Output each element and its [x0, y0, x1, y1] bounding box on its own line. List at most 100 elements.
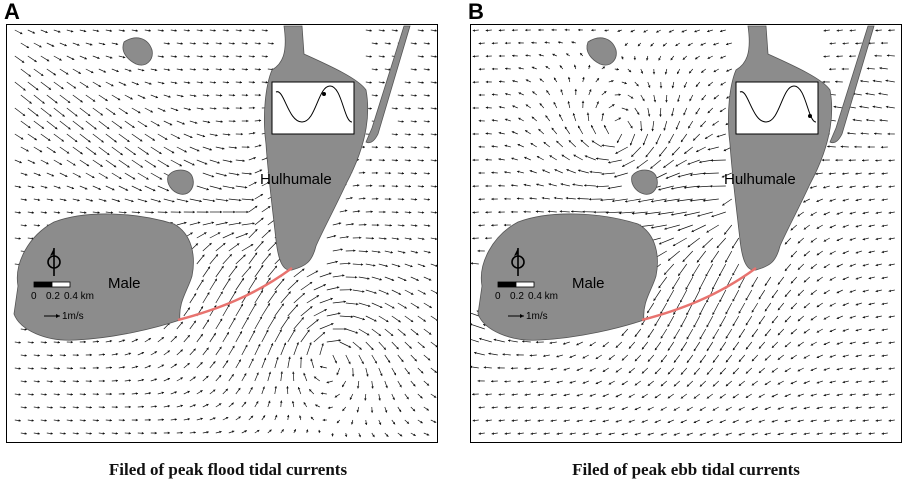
current-vector-head [174, 418, 177, 421]
current-vector-head [803, 432, 806, 436]
current-vector-head [689, 71, 692, 74]
current-vector-head [524, 419, 527, 422]
current-vector-head [721, 175, 725, 178]
current-vector-head [233, 290, 237, 294]
current-vector-head [512, 54, 515, 58]
current-vector-head [862, 341, 865, 345]
current-vector-head [295, 280, 299, 283]
current-vector-head [428, 251, 431, 254]
current-vector-head [435, 291, 438, 295]
current-vector-head [604, 125, 607, 128]
current-vector-head [636, 166, 639, 169]
current-vector-head [92, 175, 95, 178]
current-vector-head [103, 70, 106, 73]
current-vector-head [638, 200, 641, 203]
current-vector-head [136, 82, 139, 86]
current-vector-head [548, 183, 551, 186]
current-vector-head [596, 78, 599, 81]
current-vector-head [790, 306, 794, 310]
current-vector-head [367, 277, 370, 280]
current-vector-head [725, 359, 729, 363]
current-vector-head [568, 140, 572, 143]
current-vector-head [252, 330, 256, 333]
current-vector-head [614, 175, 617, 178]
current-vector-head [530, 380, 533, 383]
current-vector-head [174, 391, 177, 394]
current-vector [345, 328, 359, 334]
current-vector-head [504, 171, 507, 174]
current-vector-head [362, 145, 365, 149]
current-vector [696, 250, 707, 263]
current-vector-head [672, 243, 676, 246]
current-vector-head [70, 419, 73, 422]
current-vector [710, 159, 726, 161]
current-vector-head [195, 243, 198, 246]
current-vector-head [511, 393, 514, 396]
panel-letter-a: A [4, 0, 20, 24]
current-vector-head [498, 210, 501, 214]
current-vector-head [842, 199, 845, 202]
current-vector-head [71, 57, 75, 60]
current-vector-head [421, 29, 424, 32]
current-vector [332, 301, 346, 304]
current-vector-head [44, 341, 47, 344]
current-vector-head [888, 211, 891, 214]
current-vector-head [114, 140, 117, 143]
current-vector-head [256, 372, 259, 375]
current-vector-head [434, 55, 437, 58]
current-vector-head [161, 391, 164, 395]
current-vector-head [171, 150, 175, 154]
current-vector-head [677, 99, 680, 102]
current-vector-head [282, 278, 285, 282]
current-vector-head [712, 384, 716, 387]
current-vector [719, 289, 727, 303]
current-vector-head [673, 384, 677, 387]
current-vector-head [101, 140, 104, 143]
current-vector [607, 185, 622, 189]
current-vector-head [881, 198, 884, 201]
current-vector-head [836, 55, 839, 58]
current-vector-head [705, 274, 708, 277]
current-vector-head [680, 300, 683, 303]
current-vector-head [65, 174, 68, 177]
current-vector-head [664, 72, 668, 75]
current-vector [235, 277, 245, 291]
current-vector [131, 159, 144, 168]
current-vector-head [255, 229, 258, 232]
current-vector-head [556, 406, 559, 410]
current-vector [658, 185, 674, 191]
label-male: Male [108, 275, 141, 292]
current-vector-head [31, 211, 34, 214]
current-vector-head [386, 434, 389, 437]
current-vector-head [738, 408, 742, 411]
current-vector-head [713, 96, 717, 100]
current-vector-head [174, 55, 177, 58]
current-vector-head [615, 394, 619, 398]
current-vector-head [309, 282, 313, 285]
current-vector-head [370, 210, 373, 213]
current-vector-head [790, 228, 794, 231]
current-vector-head [19, 31, 23, 35]
current-vector-head [816, 252, 820, 256]
current-vector-head [553, 102, 556, 105]
current-vector-head [546, 90, 549, 93]
current-vector-head [137, 110, 141, 114]
current-vector-head [556, 140, 559, 144]
current-vector-head [522, 340, 525, 343]
current-vector-head [868, 302, 871, 306]
current-vector-head [868, 354, 871, 358]
current-vector-head [675, 43, 678, 46]
current-vector [689, 198, 706, 202]
current-vector-head [608, 382, 612, 385]
current-vector [46, 120, 58, 130]
current-vector-head [74, 139, 78, 142]
current-vector-head [64, 198, 67, 202]
current-vector-head [322, 332, 325, 335]
current-vector-head [881, 432, 884, 435]
current-vector-head [868, 172, 871, 175]
current-vector-head [836, 290, 840, 294]
current-vectors [470, 28, 895, 436]
current-vector-head [551, 127, 554, 131]
current-vector [319, 297, 333, 304]
current-vector [670, 211, 687, 216]
